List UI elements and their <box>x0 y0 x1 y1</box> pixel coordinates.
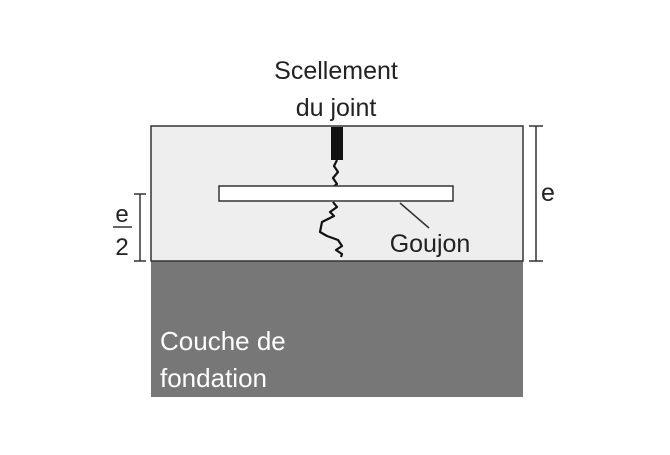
half-thickness-denominator: 2 <box>115 234 128 261</box>
foundation-layer <box>151 261 523 397</box>
dowel-leader-line <box>399 202 430 229</box>
foundation-label-line1: Couche de <box>160 326 286 356</box>
dowel-label: Goujon <box>390 230 471 258</box>
foundation-label-line2: fondation <box>160 363 267 393</box>
crack-line-upper <box>331 159 340 188</box>
half-thickness-numerator: e <box>115 201 128 228</box>
half-thickness-dimension <box>134 193 146 262</box>
crack-line-lower <box>318 201 344 258</box>
dowel-bar <box>218 185 454 202</box>
joint-seal <box>331 127 343 160</box>
joint-seal-label-line2: du joint <box>296 94 377 122</box>
thickness-label: e <box>541 179 555 207</box>
thickness-dimension <box>529 125 543 262</box>
joint-seal-label-line1: Scellement <box>274 57 398 85</box>
